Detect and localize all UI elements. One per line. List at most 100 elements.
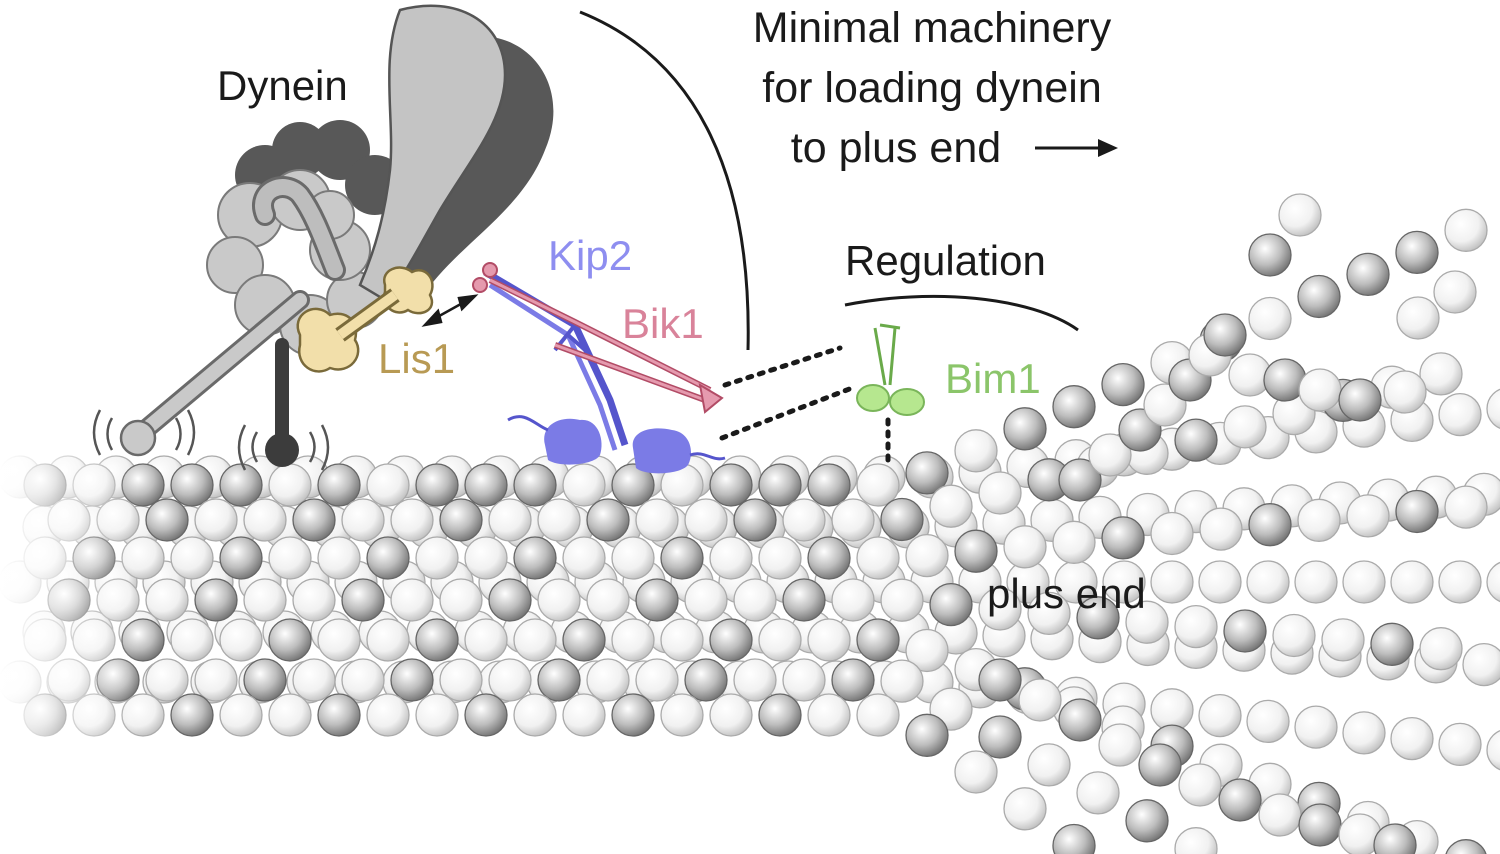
tubulin-subunit	[243, 578, 287, 622]
tubulin-subunit	[831, 658, 875, 702]
tubulin-subunit	[1102, 560, 1146, 604]
tubulin-subunit	[145, 578, 189, 622]
tubulin-subunit	[243, 658, 287, 702]
tubulin-subunit	[1027, 591, 1071, 636]
tubulin-subunit	[635, 658, 679, 702]
lis1-protein	[296, 266, 434, 373]
tubulin-subunit	[488, 498, 532, 542]
tubulin-subunit	[1297, 498, 1341, 542]
tubulin-subunit	[635, 498, 679, 542]
tubulin-subunit	[1150, 511, 1194, 556]
tubulin-subunit	[1058, 698, 1102, 742]
bim1-label: Bim1	[945, 355, 1041, 402]
tubulin-subunit	[1052, 385, 1096, 429]
tubulin-subunit	[439, 498, 483, 542]
tubulin-subunit	[782, 578, 826, 622]
tubulin-subunit	[929, 582, 973, 627]
tubulin-subunit	[292, 578, 336, 622]
tubulin-subunit	[611, 463, 655, 507]
tubulin-subunit	[464, 536, 508, 580]
tubulin-subunit	[464, 618, 508, 662]
tubulin-subunit	[807, 618, 851, 662]
tubulin-subunit	[954, 429, 998, 473]
tubulin-subunit	[1098, 723, 1142, 767]
tubulin-subunit	[170, 463, 214, 507]
tubulin-subunit	[1088, 433, 1132, 477]
tubulin-subunit	[782, 658, 826, 702]
tubulin-subunit	[978, 471, 1022, 515]
tubulin-subunit	[488, 578, 532, 622]
tubulin-subunit	[1419, 627, 1463, 671]
loading-arc	[579, 10, 750, 351]
tubulin-subunit	[1203, 313, 1247, 357]
regulation-label: Regulation	[845, 237, 1046, 284]
tubulin-subunit	[1076, 771, 1120, 815]
tubulin-subunit	[807, 463, 851, 507]
tubulin-subunit	[831, 578, 875, 622]
tubulin-subunit	[1223, 405, 1267, 449]
tubulin-subunit	[635, 578, 679, 622]
tubulin-subunit	[1003, 787, 1047, 831]
tubulin-subunit	[1438, 722, 1482, 767]
tubulin-subunit	[562, 618, 606, 662]
title-line-3: to plus end	[791, 124, 1001, 172]
tubulin-subunit	[1373, 823, 1417, 854]
tubulin-subunit	[856, 463, 900, 507]
tubulin-subunit	[513, 618, 557, 662]
tubulin-subunit	[317, 536, 361, 580]
tubulin-subunit	[1198, 560, 1242, 604]
tubulin-subunit	[660, 693, 704, 737]
tubulin-subunit	[219, 463, 263, 507]
tubulin-subunit	[292, 658, 336, 702]
kip2-label: Kip2	[548, 232, 632, 279]
tubulin-subunit	[905, 713, 949, 757]
tubulin-subunit	[1218, 778, 1262, 822]
tubulin-subunit	[170, 618, 214, 662]
tubulin-subunit	[1298, 368, 1342, 412]
tubulin-subunit	[611, 693, 655, 737]
tubulin-subunit	[1433, 270, 1477, 314]
tubulin-subunit	[733, 578, 777, 622]
tubulin-subunit	[439, 578, 483, 622]
tubulin-subunit	[1321, 618, 1365, 662]
tubulin-subunit	[390, 498, 434, 542]
tubulin-subunit	[464, 463, 508, 507]
tubulin-subunit	[880, 497, 924, 542]
tubulin-subunit	[1052, 823, 1096, 854]
tubulin-subunit	[219, 693, 263, 737]
tubulin-subunit	[341, 658, 385, 702]
tubulin-subunit	[1058, 458, 1102, 502]
tubulin-subunit	[194, 578, 238, 622]
tubulin-subunit	[978, 715, 1022, 759]
tubulin-subunit	[390, 658, 434, 702]
tubulin-subunit	[145, 498, 189, 542]
tubulin-subunit	[586, 578, 630, 622]
tubulin-subunit	[415, 693, 459, 737]
tubulin-subunit	[1178, 763, 1222, 807]
dynein-label: Dynein	[217, 62, 348, 109]
tubulin-subunit	[537, 578, 581, 622]
tubulin-subunit	[268, 618, 312, 662]
tubulin-subunit	[733, 498, 777, 542]
tubulin-subunit	[880, 578, 924, 622]
tubulin-subunit	[758, 536, 802, 580]
tubulin-subunit	[1198, 693, 1242, 738]
tubulin-subunit	[341, 578, 385, 622]
tubulin-subunit	[1174, 827, 1218, 854]
tubulin-subunit	[905, 451, 949, 495]
tubulin-subunit	[1101, 516, 1145, 560]
tubulin-subunit	[1018, 678, 1062, 722]
double-arrow-icon	[421, 294, 479, 327]
tubulin-subunit	[1272, 613, 1316, 658]
tubulin-subunit	[1199, 507, 1243, 551]
tubulin-subunit	[366, 618, 410, 662]
tubulin-subunit	[366, 693, 410, 737]
tubulin-subunit	[709, 463, 753, 507]
tubulin-subunit	[415, 463, 459, 507]
tubulin-subunit	[684, 578, 728, 622]
tubulin-subunit	[684, 658, 728, 702]
tubulin-subunit	[317, 463, 361, 507]
microtubule-lattice	[0, 193, 1500, 854]
tubulin-subunit	[1395, 489, 1439, 534]
tubulin-subunit	[537, 658, 581, 702]
